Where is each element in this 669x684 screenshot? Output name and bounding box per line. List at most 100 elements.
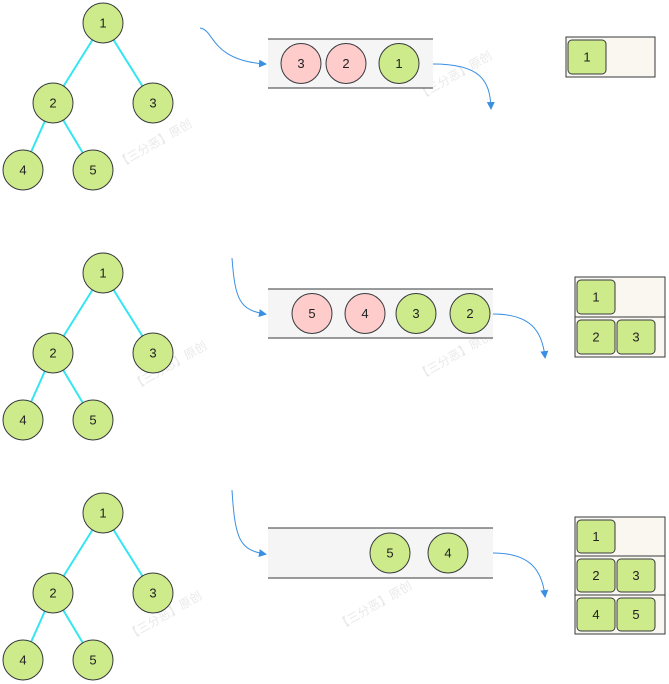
arrow-into-queue <box>199 27 267 68</box>
tree-node: 4 <box>2 399 44 441</box>
result-3: 1 2 3 4 5 <box>574 516 666 635</box>
tree-node-label: 5 <box>89 653 96 668</box>
result-cell: 3 <box>616 558 656 593</box>
tree-node-circle <box>82 2 124 44</box>
tree-node-circle <box>2 639 44 681</box>
result-1: 1 <box>565 36 656 78</box>
queue-node: 1 <box>378 43 420 84</box>
tree-node-circle <box>32 82 74 124</box>
tree-node-circle <box>2 149 44 191</box>
tree-node-label: 2 <box>49 586 56 601</box>
tree-node: 5 <box>72 639 114 681</box>
tree-node-label: 4 <box>19 163 26 178</box>
queue-node: 4 <box>427 532 469 574</box>
tree-2: 1 2 3 4 5 <box>2 252 174 441</box>
tree-node-circle <box>72 149 114 191</box>
tree-node: 3 <box>132 82 174 124</box>
queue-node: 3 <box>395 293 437 334</box>
queue-node-label: 2 <box>342 56 349 71</box>
result-cell-box <box>576 519 616 554</box>
tree-node: 2 <box>32 332 74 374</box>
result-cell-box <box>576 597 616 632</box>
result-cell-label: 5 <box>632 607 639 622</box>
queue-node-circle <box>449 293 491 334</box>
tree-node-label: 1 <box>99 16 106 31</box>
tree-node-label: 3 <box>149 586 156 601</box>
result-cell: 3 <box>616 319 656 355</box>
tree-node: 4 <box>2 639 44 681</box>
queue-node-label: 3 <box>297 56 304 71</box>
queue-1: 3 2 1 <box>268 38 433 89</box>
tree-1: 1 2 3 4 5 <box>2 2 174 191</box>
tree-node-label: 1 <box>99 266 106 281</box>
tree-node-circle <box>32 572 74 614</box>
queue-node: 5 <box>291 293 333 334</box>
queue-node: 4 <box>344 293 386 334</box>
result-cell: 1 <box>567 39 607 75</box>
tree-node-label: 5 <box>89 163 96 178</box>
tree-node: 1 <box>82 2 124 44</box>
result-2: 1 2 3 <box>574 276 666 358</box>
result-cell: 1 <box>576 519 616 554</box>
tree-node-circle <box>32 332 74 374</box>
result-cell-box <box>576 279 616 315</box>
tree-node-label: 3 <box>149 346 156 361</box>
queue-node-circle <box>280 43 322 84</box>
tree-node-circle <box>132 82 174 124</box>
queue-node-label: 4 <box>361 306 368 321</box>
tree-node-circle <box>82 252 124 294</box>
queue-node-circle <box>369 532 411 574</box>
result-cell: 2 <box>576 319 616 355</box>
queue-node: 3 <box>280 43 322 84</box>
tree-node-label: 2 <box>49 346 56 361</box>
tree-node: 5 <box>72 149 114 191</box>
watermark: 【三分恶】原创 <box>335 578 415 632</box>
queue-node-circle <box>325 43 367 84</box>
tree-node: 1 <box>82 252 124 294</box>
queue-node-label: 4 <box>444 546 451 561</box>
tree-node: 5 <box>72 399 114 441</box>
result-cell-label: 1 <box>592 529 599 544</box>
result-cell-label: 1 <box>592 290 599 305</box>
tree-node-circle <box>72 399 114 441</box>
tree-node-circle <box>72 639 114 681</box>
result-cell-label: 2 <box>592 330 599 345</box>
queue-node-circle <box>344 293 386 334</box>
tree-node-label: 5 <box>89 413 96 428</box>
tree-node-circle <box>2 399 44 441</box>
tree-node-label: 2 <box>49 96 56 111</box>
result-cell-box <box>616 597 656 632</box>
queue-node: 2 <box>449 293 491 334</box>
queue-node-circle <box>427 532 469 574</box>
tree-node-circle <box>82 492 124 534</box>
tree-node: 3 <box>132 572 174 614</box>
result-cell-box <box>616 558 656 593</box>
tree-node-label: 4 <box>19 653 26 668</box>
result-cell-label: 3 <box>632 568 639 583</box>
arrow-into-queue <box>231 489 267 557</box>
result-cell-label: 1 <box>583 50 590 65</box>
result-cell: 4 <box>576 597 616 632</box>
result-cell-label: 2 <box>592 568 599 583</box>
queue-node-label: 3 <box>412 306 419 321</box>
result-cell-box <box>576 319 616 355</box>
arrow-out-of-queue <box>492 552 549 598</box>
tree-node: 2 <box>32 572 74 614</box>
queue-node: 2 <box>325 43 367 84</box>
result-cell-box <box>567 39 607 75</box>
watermark: 【三分恶】原创 <box>115 116 195 170</box>
result-cell: 1 <box>576 279 616 315</box>
result-cell-box <box>576 558 616 593</box>
tree-node: 4 <box>2 149 44 191</box>
result-cell-label: 3 <box>632 330 639 345</box>
queue-node-circle <box>395 293 437 334</box>
result-cell: 5 <box>616 597 656 632</box>
arrow-out-of-queue <box>492 313 549 359</box>
result-cell-box <box>616 319 656 355</box>
